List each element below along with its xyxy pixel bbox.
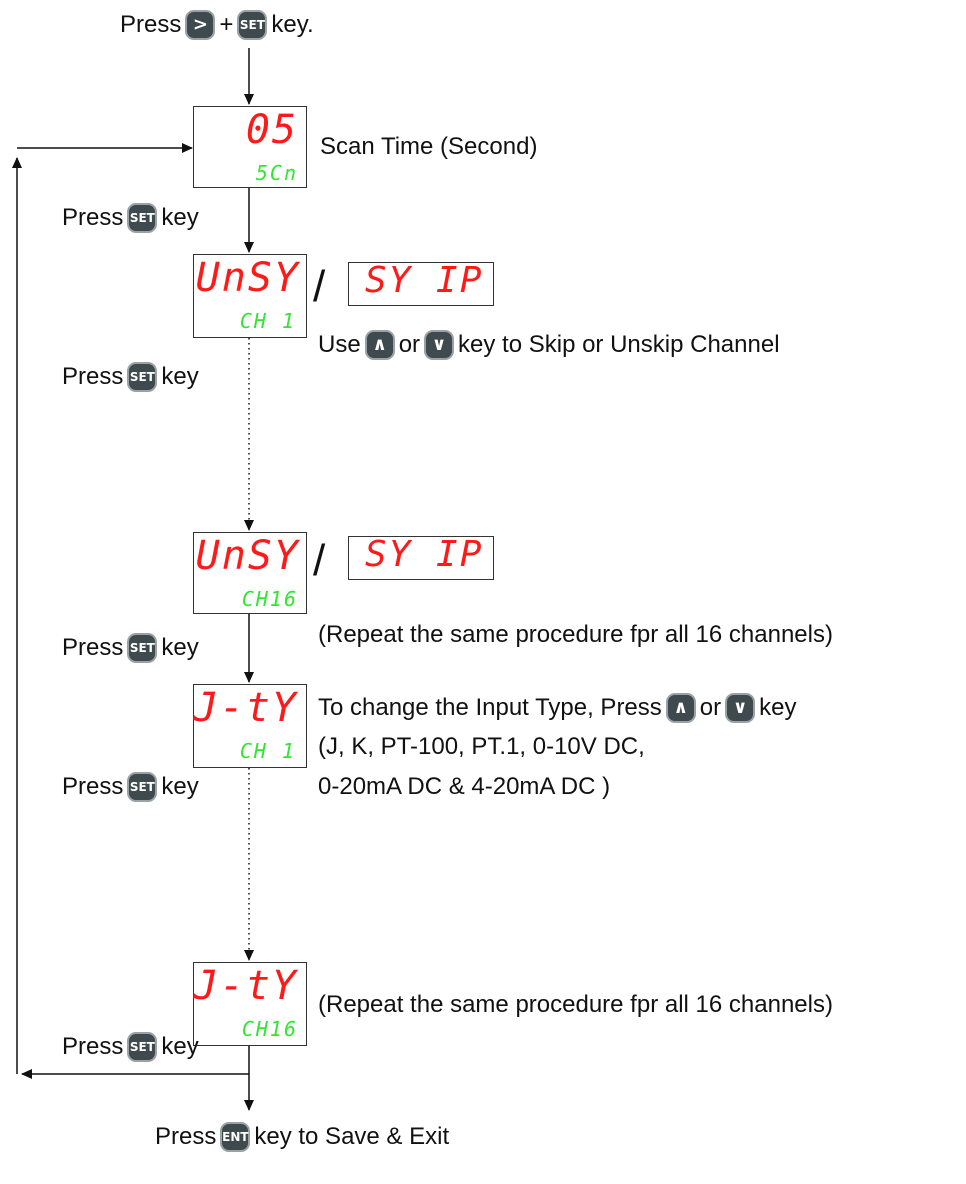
type-ch16-display: J-tY CH16	[193, 962, 307, 1046]
display-value: J-tY	[193, 963, 298, 1009]
ent-key-icon: ENT	[220, 1122, 251, 1152]
exit-instruction: Press ENT key to Save & Exit	[155, 1122, 450, 1152]
press-set-label: Press SET key	[62, 362, 199, 392]
repeat-note: (Repeat the same procedure fpr all 16 ch…	[318, 991, 833, 1018]
display-value: 05	[245, 107, 298, 153]
press-set-label: Press SET key	[62, 203, 199, 233]
right-key-icon: >	[185, 10, 216, 40]
repeat-note: (Repeat the same procedure fpr all 16 ch…	[318, 621, 833, 648]
down-key-icon: ∨	[725, 693, 756, 723]
up-key-icon: ∧	[364, 330, 395, 360]
display-parameter: CH 1	[239, 309, 296, 333]
display-parameter: CH16	[241, 1017, 298, 1041]
skip-ch16-display: UnSY CH16	[193, 532, 307, 614]
display-value: UnSY	[195, 255, 300, 301]
type-ch1-display: J-tY CH 1	[193, 684, 307, 768]
press-set-label: Press SET key	[62, 633, 199, 663]
press-set-label: Press SET key	[62, 1032, 199, 1062]
skip-ch1-display: UnSY CH 1	[193, 254, 307, 338]
display-parameter: CH16	[241, 587, 298, 611]
slash-separator: /	[313, 262, 326, 311]
display-value: SY IP	[365, 534, 484, 575]
set-key-icon: SET	[127, 633, 158, 663]
set-key-icon: SET	[127, 1032, 158, 1062]
set-key-icon: SET	[237, 10, 268, 40]
up-key-icon: ∧	[665, 693, 696, 723]
down-key-icon: ∨	[424, 330, 455, 360]
type-help-line3: 0-20mA DC & 4-20mA DC )	[318, 773, 611, 800]
skip-help-label: Use ∧ or ∨ key to Skip or Unskip Channel	[318, 330, 780, 360]
set-key-icon: SET	[127, 362, 158, 392]
display-value: SY IP	[365, 260, 484, 301]
scan-time-label: Scan Time (Second)	[320, 133, 538, 160]
skip-alt-display: SY IP	[348, 260, 494, 306]
type-help-line1: To change the Input Type, Press ∧ or ∨ k…	[318, 693, 797, 723]
set-key-icon: SET	[127, 203, 158, 233]
type-help-line2: (J, K, PT-100, PT.1, 0-10V DC,	[318, 733, 645, 760]
skip-alt-display: SY IP	[348, 534, 494, 580]
scan-time-display: 05 5Cn	[193, 106, 307, 188]
slash-separator: /	[313, 536, 326, 585]
display-parameter: 5Cn	[255, 161, 298, 185]
set-key-icon: SET	[127, 772, 158, 802]
display-value: UnSY	[195, 533, 300, 579]
top-instruction: Press > + SET key.	[120, 10, 314, 40]
display-parameter: CH 1	[239, 739, 296, 763]
display-value: J-tY	[193, 685, 298, 731]
press-set-label: Press SET key	[62, 772, 199, 802]
